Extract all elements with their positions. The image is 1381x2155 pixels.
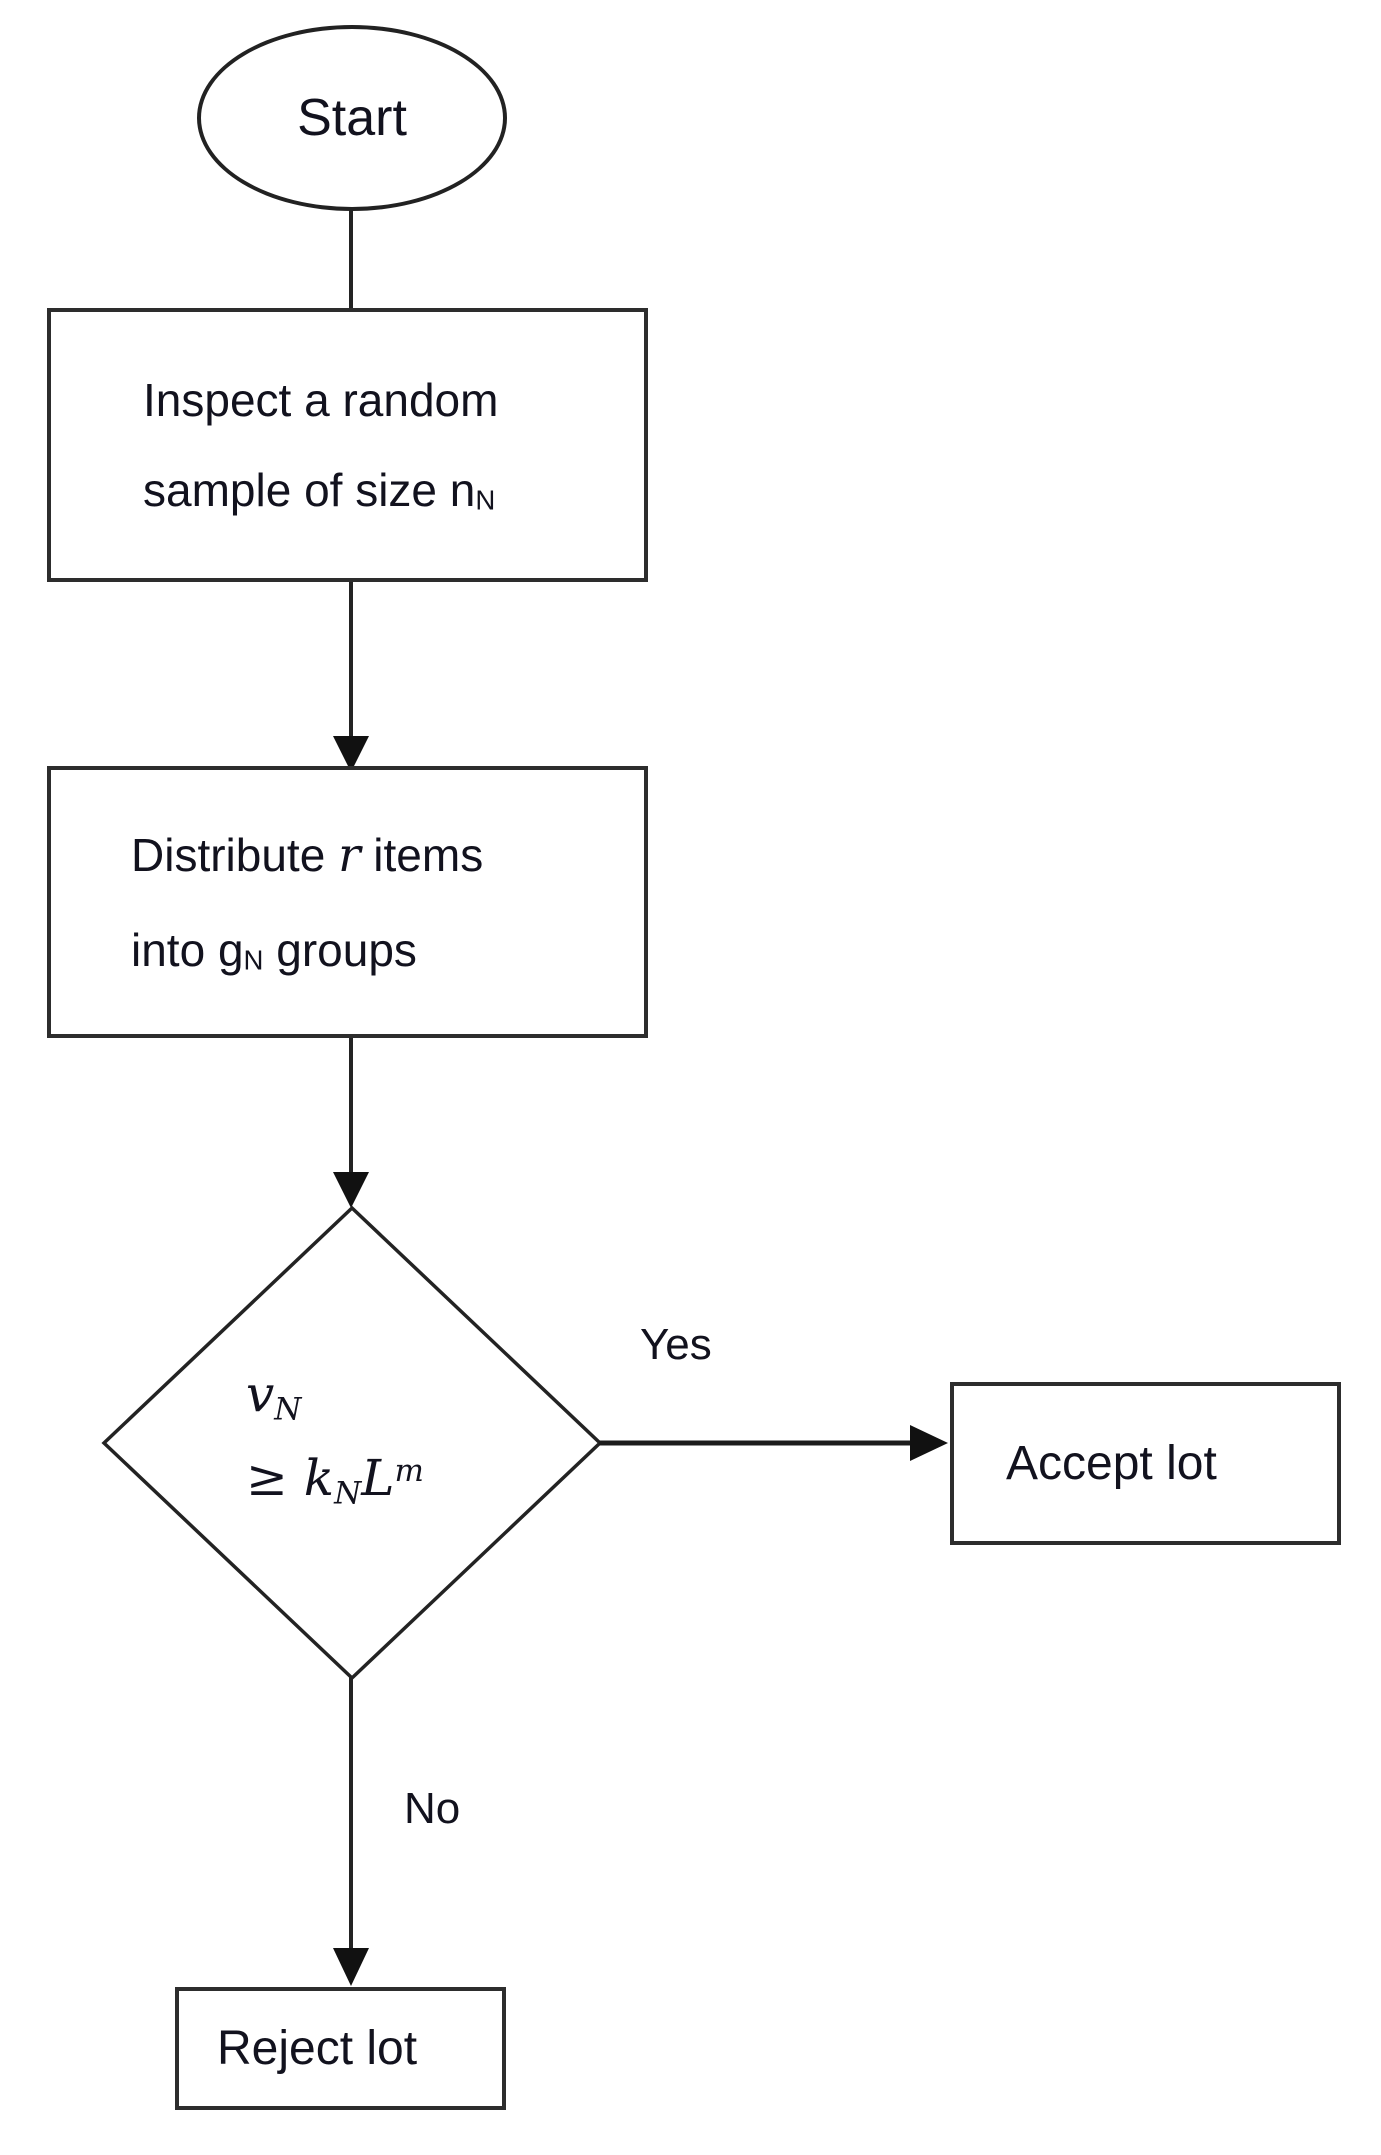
no-label: No: [404, 1784, 461, 1833]
geq-operator: ≥: [246, 1449, 304, 1507]
accept-label: Accept lot: [1006, 1437, 1217, 1490]
yes-label: Yes: [640, 1320, 712, 1369]
process-inspect-box: Inspect a random sample of size nN: [47, 308, 648, 582]
edge-decision-accept-arrowhead-icon: [910, 1425, 948, 1461]
decision-line2: ≥ kNLm: [246, 1449, 424, 1512]
process-reject-box: Reject lot: [175, 1987, 506, 2110]
math-var-k: k: [303, 1449, 335, 1507]
distribute-line1: Distribute r items: [131, 827, 484, 883]
process-distribute-box: Distribute r items into gN groups: [47, 766, 648, 1038]
start-label: Start: [297, 89, 407, 147]
edge-decision-reject-arrowhead-icon: [333, 1948, 369, 1986]
inspect-subscript: N: [475, 484, 496, 516]
decision-label: vN ≥ kNLm: [246, 1352, 566, 1520]
math-var-L: L: [361, 1449, 395, 1507]
edge-inspect-distribute-arrowhead-icon: [333, 736, 369, 772]
math-var-v: v: [246, 1365, 275, 1423]
distribute-subscript: N: [243, 943, 264, 975]
inspect-line1: Inspect a random: [143, 374, 499, 426]
start-terminator: Start: [197, 25, 507, 211]
process-accept-box: Accept lot: [950, 1382, 1341, 1545]
decision-line1: vN: [246, 1365, 302, 1428]
edge-distribute-decision-arrowhead-icon: [333, 1172, 369, 1208]
inspect-line2: sample of size nN: [143, 464, 496, 516]
reject-label: Reject lot: [217, 2022, 418, 2075]
distribute-line2: into gN groups: [131, 923, 417, 976]
math-var-r: r: [338, 827, 361, 883]
